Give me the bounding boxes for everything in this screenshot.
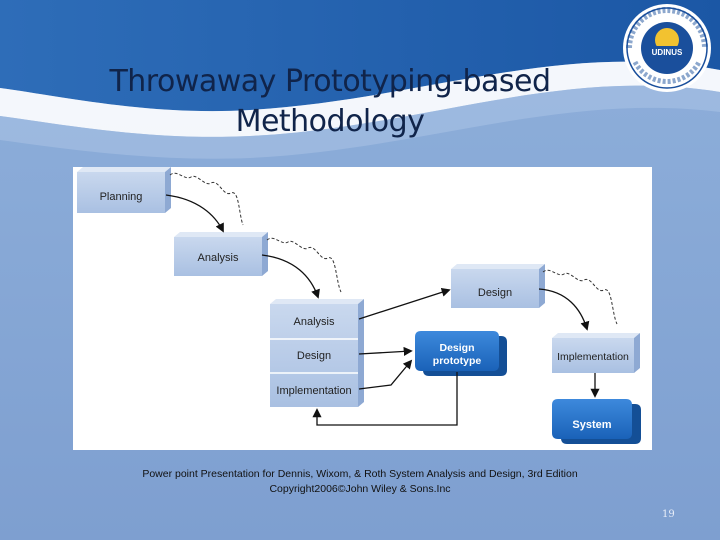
stack-implementation-label: Implementation — [276, 385, 352, 397]
caption-line1: Power point Presentation for Dennis, Wix… — [142, 468, 578, 480]
feedback-waves — [169, 172, 618, 325]
svg-text:UDINUS: UDINUS — [652, 48, 683, 57]
page-number: 19 — [662, 509, 675, 520]
slide-title: Throwaway Prototyping-based Methodology — [60, 62, 600, 142]
system-label: System — [572, 419, 612, 431]
design-box — [451, 264, 545, 308]
design-prototype-label-line2: prototype — [432, 355, 482, 367]
university-logo: UDINUS — [623, 4, 711, 92]
methodology-diagram: Planning Analysis Analysis Design Implem… — [73, 167, 652, 450]
planning-box — [77, 167, 171, 213]
design-prototype-label: Design prototype — [415, 342, 499, 368]
caption-line2: Copyright2006©John Wiley & Sons.Inc — [269, 483, 451, 495]
analysis-label: Analysis — [197, 252, 239, 264]
design-prototype-label-line1: Design — [439, 342, 475, 354]
implementation-box — [552, 333, 640, 373]
analysis-box — [174, 232, 268, 276]
implementation-label: Implementation — [557, 351, 629, 363]
design-label: Design — [477, 287, 513, 299]
iteration-stack — [270, 299, 364, 407]
slide-title-line1: Throwaway Prototyping-based — [109, 64, 551, 99]
stack-analysis-label: Analysis — [293, 316, 335, 328]
system-box — [552, 399, 641, 444]
slide-caption: Power point Presentation for Dennis, Wix… — [100, 467, 620, 497]
slide-title-line2: Methodology — [235, 104, 425, 139]
design-prototype-box — [415, 331, 507, 376]
diagram-canvas — [77, 167, 641, 444]
planning-label: Planning — [99, 191, 143, 203]
stack-design-label: Design — [296, 350, 332, 362]
flow-arrows — [165, 194, 600, 426]
